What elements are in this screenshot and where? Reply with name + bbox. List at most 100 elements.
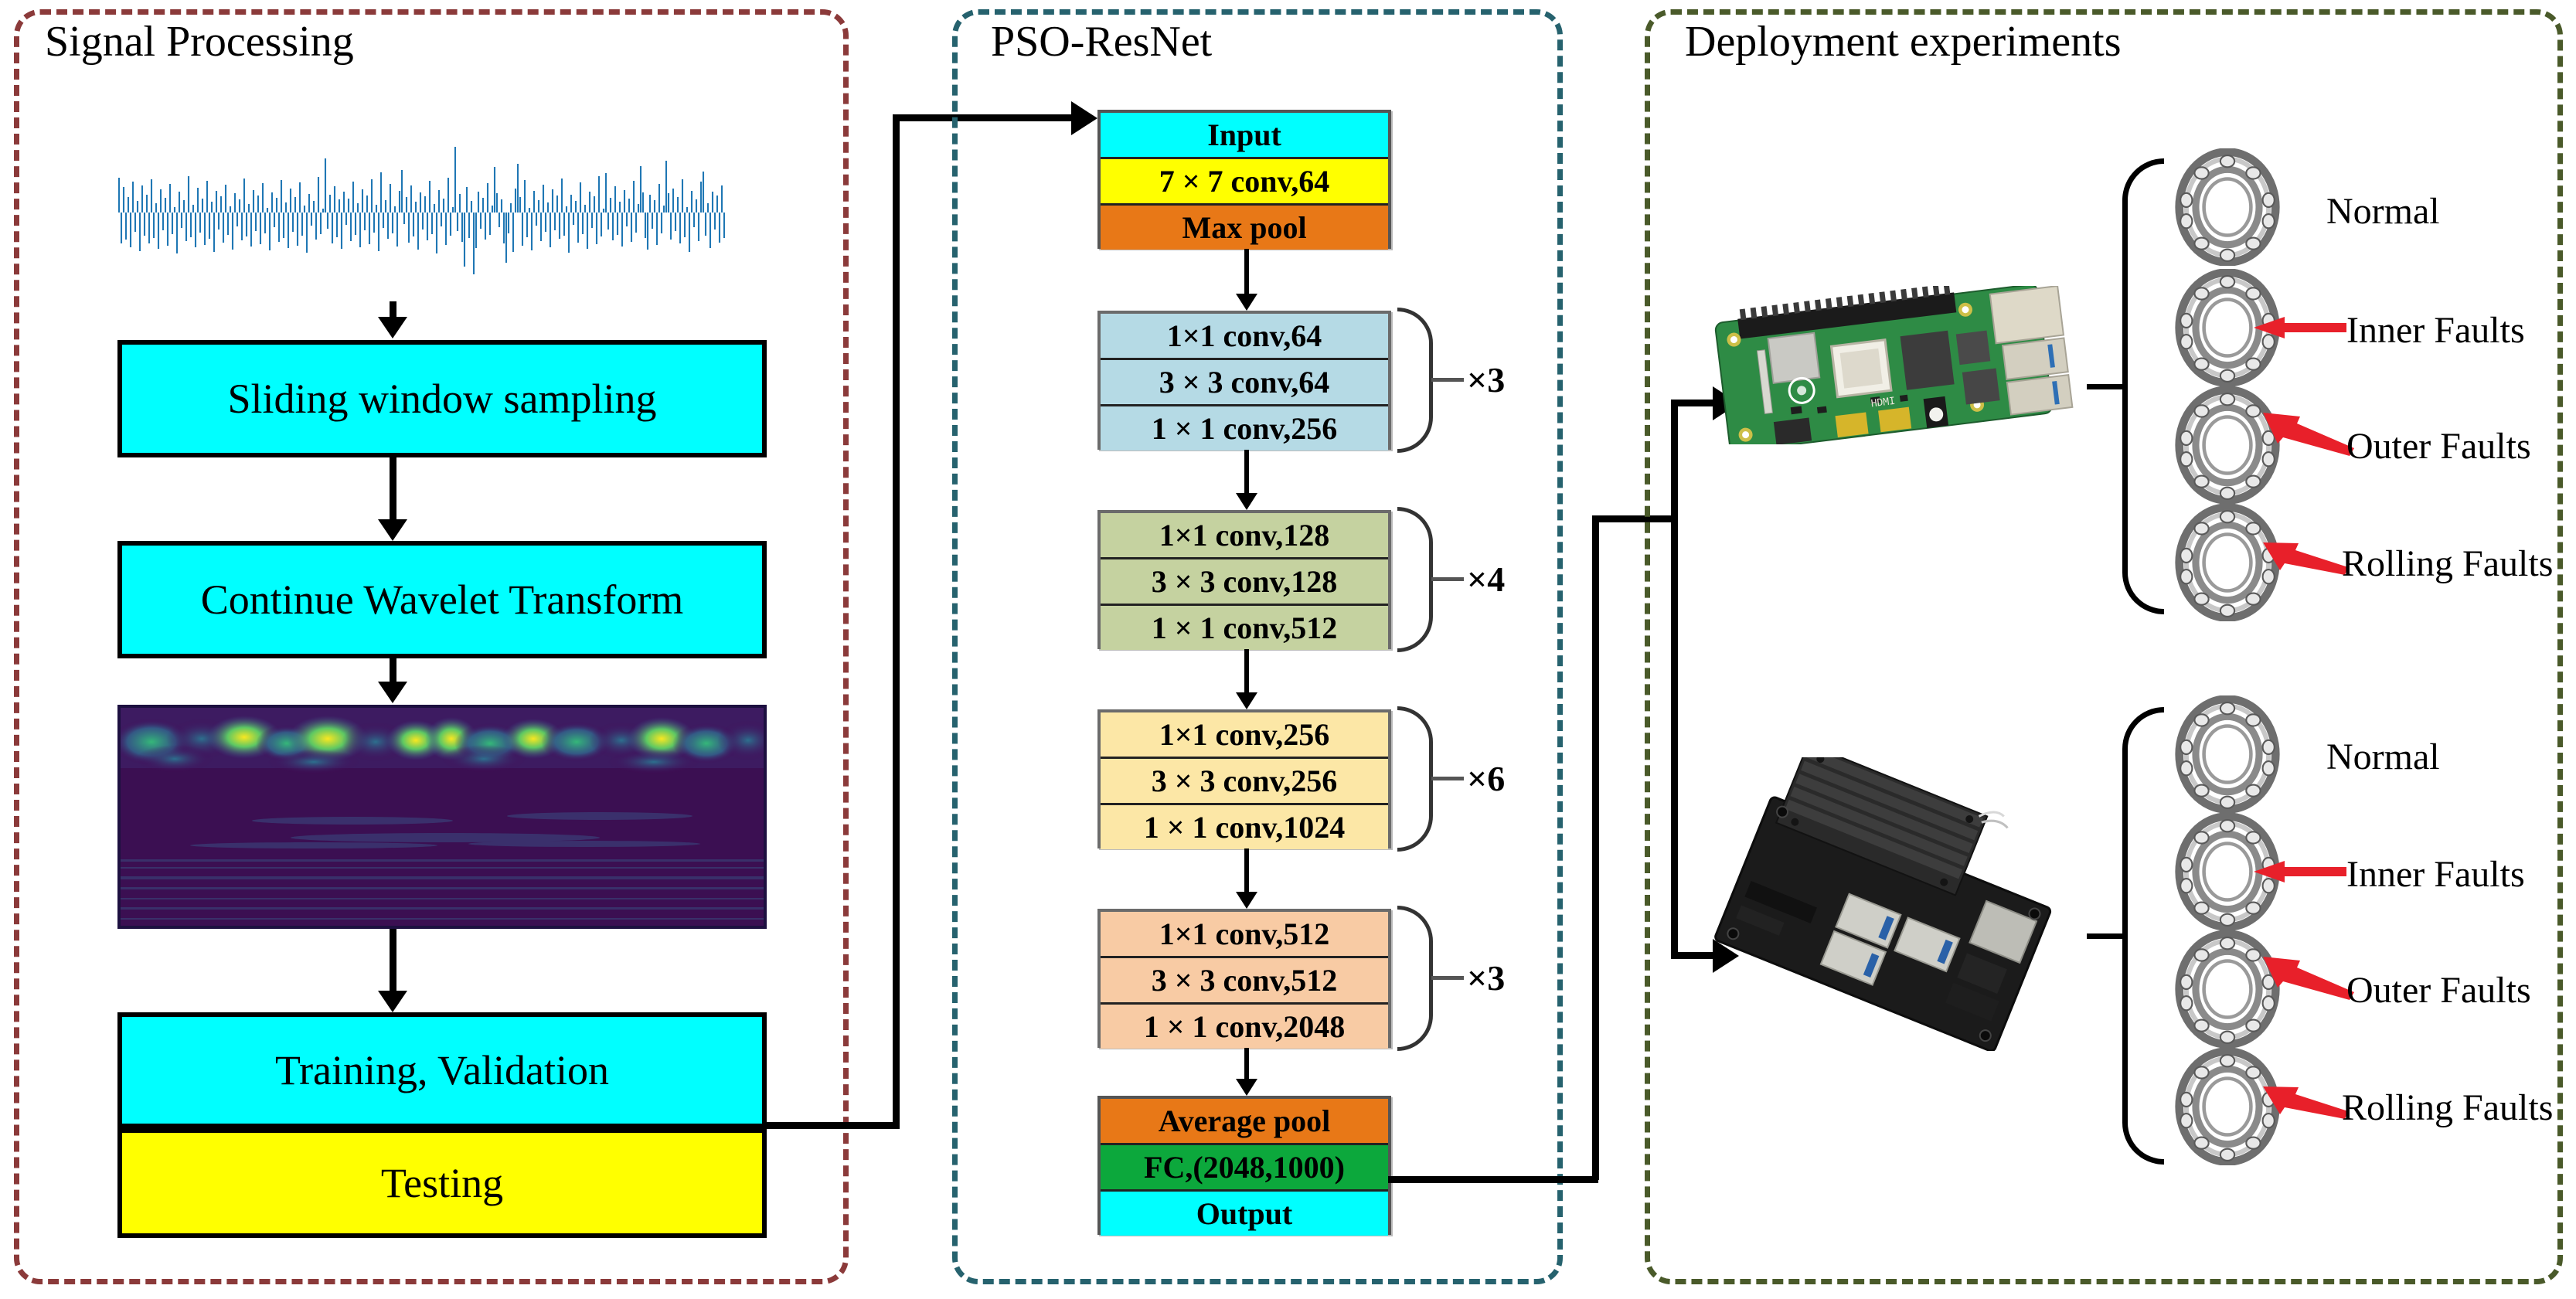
resnet-layer-avgpool[interactable]: Average pool [1101, 1099, 1388, 1145]
bearing-outer-faults-2 [2169, 930, 2286, 1049]
resnet-block-4-row-1[interactable]: 3 × 3 conv,512 [1101, 958, 1388, 1005]
resnet-block-2-row-1[interactable]: 3 × 3 conv,128 [1101, 559, 1388, 606]
resnet-layer-maxpool[interactable]: Max pool [1101, 206, 1388, 250]
layer-label: 1 × 1 conv,2048 [1143, 1009, 1346, 1044]
connector-deploy-top-h [1671, 400, 1716, 406]
resnet-block-3: 1×1 conv,256 3 × 3 conv,256 1 × 1 conv,1… [1097, 709, 1391, 849]
panel-pso-resnet [952, 9, 1563, 1284]
layer-label: 7 × 7 conv,64 [1159, 164, 1330, 199]
connector-signal-to-resnet-h1 [762, 1122, 900, 1129]
resnet-block-3-brace [1397, 706, 1433, 852]
step-testing[interactable]: Testing [117, 1128, 767, 1238]
resnet-block-3-row-0[interactable]: 1×1 conv,256 [1101, 712, 1388, 759]
step-training-validation[interactable]: Training, Validation [117, 1012, 767, 1128]
bearing-label-rolling-faults-1: Rolling Faults [2342, 543, 2554, 584]
resnet-block-2-row-0[interactable]: 1×1 conv,128 [1101, 513, 1388, 559]
step-label: Testing [380, 1160, 504, 1206]
layer-label: FC,(2048,1000) [1144, 1150, 1345, 1185]
layer-label: 3 × 3 conv,128 [1151, 564, 1338, 599]
resnet-layer-output[interactable]: Output [1101, 1192, 1388, 1236]
step-continue-wavelet-transform[interactable]: Continue Wavelet Transform [117, 541, 767, 658]
fault-pointer-rolling-2 [2263, 1082, 2348, 1119]
layer-label: 3 × 3 conv,64 [1159, 365, 1330, 400]
connector-signal-to-resnet-h2 [893, 114, 1074, 121]
arrow-sliding-window-to-cwt [377, 457, 408, 541]
bearing-outer-faults-1 [2169, 386, 2286, 505]
panel-signal-processing-title: Signal Processing [45, 18, 354, 66]
arrow-maxpool-to-block1 [1235, 249, 1258, 311]
bearing-group-1-brace [2122, 158, 2164, 614]
step-sliding-window-sampling[interactable]: Sliding window sampling [117, 340, 767, 457]
connector-deploy-branch-v [1671, 400, 1678, 957]
arrow-scalogram-to-training [377, 929, 408, 1012]
arrow-block3-to-block4 [1235, 848, 1258, 909]
bearing-label-inner-faults-1: Inner Faults [2346, 310, 2525, 351]
resnet-block-1: 1×1 conv,64 3 × 3 conv,64 1 × 1 conv,256 [1097, 311, 1391, 451]
panel-signal-processing [14, 9, 849, 1284]
svg-text:HDMI: HDMI [1870, 396, 1896, 410]
wavelet-scalogram-image [117, 705, 767, 929]
arrow-cwt-to-scalogram [377, 658, 408, 703]
connector-deploy-bottom-h [1671, 952, 1716, 959]
fault-pointer-rolling-1 [2263, 538, 2348, 575]
resnet-layer-conv7x7[interactable]: 7 × 7 conv,64 [1101, 159, 1388, 206]
bearing-inner-faults-2 [2169, 812, 2286, 931]
bearing-group-1-brace-tick [2087, 384, 2125, 389]
resnet-block-1-brace-tick [1431, 378, 1464, 382]
resnet-block-4-brace [1397, 906, 1433, 1051]
resnet-block-2-row-2[interactable]: 1 × 1 conv,512 [1101, 606, 1388, 650]
resnet-block-1-row-2[interactable]: 1 × 1 conv,256 [1101, 406, 1388, 451]
resnet-block-1-row-0[interactable]: 1×1 conv,64 [1101, 314, 1388, 360]
layer-label: 3 × 3 conv,512 [1151, 963, 1338, 998]
fault-pointer-inner-2 [2254, 856, 2346, 887]
resnet-layer-fc[interactable]: FC,(2048,1000) [1101, 1145, 1388, 1192]
resnet-block-3-row-2[interactable]: 1 × 1 conv,1024 [1101, 805, 1388, 849]
resnet-block-4-row-2[interactable]: 1 × 1 conv,2048 [1101, 1005, 1388, 1049]
resnet-head-stack: Input 7 × 7 conv,64 Max pool [1097, 110, 1391, 250]
resnet-block-4-row-0[interactable]: 1×1 conv,512 [1101, 912, 1388, 958]
layer-label: Average pool [1158, 1103, 1331, 1138]
resnet-block-1-repeat: ×3 [1467, 360, 1506, 400]
bearing-group-2-brace [2122, 707, 2164, 1165]
arrow-waveform-to-sliding-window [377, 301, 408, 338]
step-label: Continue Wavelet Transform [200, 576, 684, 623]
layer-label: 1×1 conv,64 [1166, 318, 1322, 353]
resnet-block-4: 1×1 conv,512 3 × 3 conv,512 1 × 1 conv,2… [1097, 909, 1391, 1049]
fault-pointer-outer-2 [2263, 954, 2354, 1001]
layer-label: 1 × 1 conv,512 [1151, 610, 1338, 645]
bearing-group-2-brace-tick [2087, 933, 2125, 939]
panel-pso-resnet-title: PSO-ResNet [991, 18, 1213, 66]
layer-label: 1 × 1 conv,1024 [1143, 810, 1346, 845]
bearing-label-rolling-faults-2: Rolling Faults [2342, 1087, 2554, 1128]
resnet-block-1-row-1[interactable]: 3 × 3 conv,64 [1101, 360, 1388, 406]
layer-label: 3 × 3 conv,256 [1151, 763, 1338, 798]
resnet-block-2-brace [1397, 507, 1433, 652]
resnet-block-4-repeat: ×3 [1467, 958, 1506, 998]
connector-output-v-up [1592, 515, 1599, 1180]
resnet-block-4-brace-tick [1431, 976, 1464, 980]
layer-label: Input [1207, 117, 1281, 152]
connector-signal-to-resnet-arrowhead [1071, 101, 1097, 135]
resnet-block-3-repeat: ×6 [1467, 759, 1506, 798]
layer-label: 1×1 conv,128 [1159, 518, 1330, 553]
bearing-label-outer-faults-1: Outer Faults [2346, 426, 2531, 467]
resnet-block-1-brace [1397, 308, 1433, 453]
bearing-normal-2 [2169, 695, 2286, 814]
resnet-block-3-row-1[interactable]: 3 × 3 conv,256 [1101, 759, 1388, 805]
resnet-block-2-repeat: ×4 [1467, 559, 1506, 599]
panel-deployment-experiments [1645, 9, 2563, 1284]
resnet-block-2: 1×1 conv,128 3 × 3 conv,128 1 × 1 conv,5… [1097, 510, 1391, 650]
arrow-block4-to-avgpool [1235, 1048, 1258, 1096]
bearing-label-normal-1: Normal [2326, 191, 2440, 232]
raspberry-pi-board: HDMI [1712, 284, 2083, 453]
layer-label: Max pool [1182, 210, 1307, 245]
resnet-block-2-brace-tick [1431, 577, 1464, 581]
vibration-signal-waveform [116, 124, 727, 301]
arrow-block1-to-block2 [1235, 450, 1258, 510]
layer-label: Output [1196, 1196, 1293, 1231]
resnet-layer-input[interactable]: Input [1101, 113, 1388, 159]
layer-label: 1 × 1 conv,256 [1151, 411, 1338, 446]
jetson-nano-board [1710, 743, 2081, 1052]
bearing-label-normal-2: Normal [2326, 736, 2440, 777]
resnet-tail-stack: Average pool FC,(2048,1000) Output [1097, 1096, 1391, 1236]
